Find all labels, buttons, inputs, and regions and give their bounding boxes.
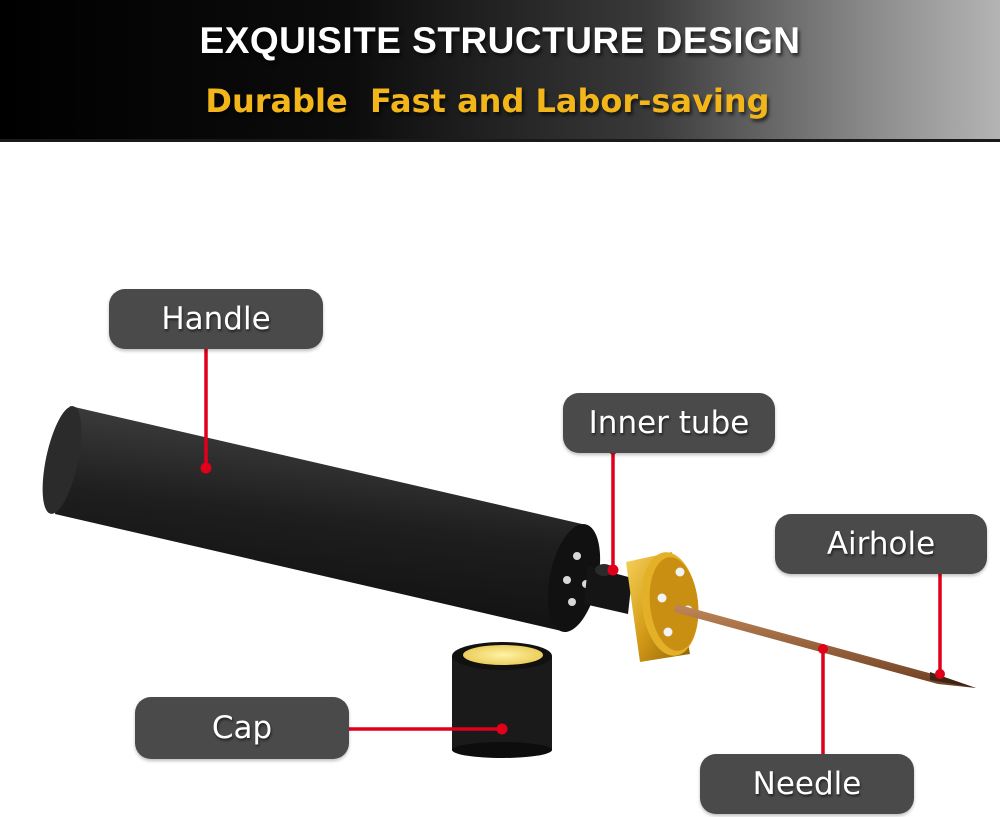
label-inner-tube: Inner tube: [563, 393, 775, 453]
label-needle: Needle: [700, 754, 914, 814]
leader-lines: [200, 338, 945, 765]
label-cap: Cap: [135, 697, 349, 759]
header-banner: EXQUISITE STRUCTURE DESIGN Durable Fast …: [0, 0, 1000, 140]
label-handle: Handle: [109, 289, 323, 349]
label-airhole: Airhole: [775, 514, 987, 574]
banner-divider: [0, 139, 1000, 142]
airhole-knob: [626, 552, 699, 662]
cap-part: [452, 642, 552, 758]
banner-title: EXQUISITE STRUCTURE DESIGN: [199, 20, 801, 61]
banner-subtitle: Durable Fast and Labor-saving: [205, 82, 770, 120]
handle-part: [42, 406, 601, 633]
